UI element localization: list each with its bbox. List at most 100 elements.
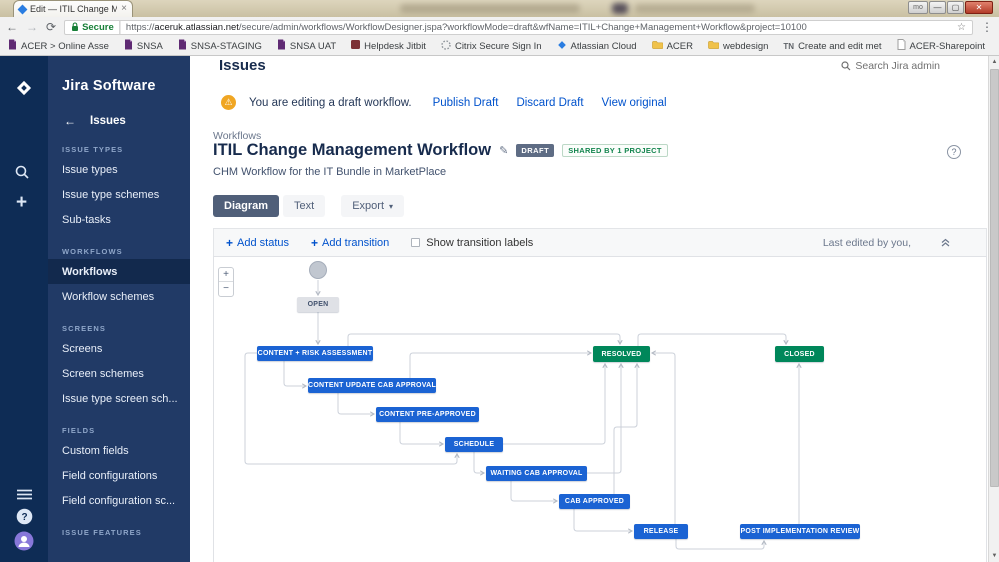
transition-cpa-to-sched[interactable] bbox=[399, 422, 445, 447]
add-transition-button[interactable]: + Add transition bbox=[311, 235, 390, 250]
transition-cuca-to-cpa[interactable] bbox=[337, 393, 376, 417]
workflow-canvas[interactable]: + − OPEN CONTENT + RISK ASSESSMENT CONTENT… bbox=[213, 256, 987, 562]
view-original-link[interactable]: View original bbox=[601, 96, 667, 109]
transition-release-to-resolved[interactable] bbox=[650, 350, 676, 524]
workflow-status-cuca[interactable]: CONTENT UPDATE CAB APPROVAL bbox=[308, 378, 436, 393]
bookmark-item[interactable]: SNSA UAT bbox=[277, 39, 336, 53]
sidebar-item-sub-tasks[interactable]: Sub-tasks bbox=[62, 213, 111, 226]
sidebar-item-screen-schemes[interactable]: Screen schemes bbox=[62, 367, 144, 380]
workflow-status-resolved[interactable]: RESOLVED bbox=[593, 346, 650, 362]
sidebar-item-custom-fields[interactable]: Custom fields bbox=[62, 444, 129, 457]
workflow-status-cabapp[interactable]: CAB APPROVED bbox=[559, 494, 630, 509]
zoom-out-button[interactable]: − bbox=[223, 283, 229, 294]
window-badge: mo bbox=[908, 1, 928, 14]
sidebar-item-issue-types[interactable]: Issue types bbox=[62, 163, 118, 176]
tab-diagram[interactable]: Diagram bbox=[213, 195, 280, 217]
secure-indicator[interactable]: Secure bbox=[71, 22, 114, 33]
draft-banner-actions: Publish Draft Discard Draft View original bbox=[433, 97, 667, 109]
publish-draft-link[interactable]: Publish Draft bbox=[432, 96, 499, 109]
scroll-up-button[interactable]: ▲ bbox=[989, 56, 999, 68]
jira-favicon-icon bbox=[17, 4, 28, 14]
transition-wca-to-resolved[interactable] bbox=[587, 362, 624, 474]
sidebar-item-field-configurations[interactable]: Field configurations bbox=[62, 469, 158, 482]
sidebar-item-issue-type-screen-sch[interactable]: Issue type screen sch... bbox=[62, 392, 178, 405]
transition-cra-to-sched[interactable] bbox=[244, 352, 460, 465]
edit-pencil-icon[interactable]: ✎ bbox=[499, 145, 509, 157]
sidebar-item-field-configuration-sc[interactable]: Field configuration sc... bbox=[62, 494, 176, 507]
transition-cabapp-to-resolved[interactable] bbox=[613, 362, 640, 494]
bookmark-item[interactable]: Citrix Secure Sign In bbox=[441, 39, 542, 53]
hamburger-menu-icon[interactable] bbox=[0, 489, 48, 500]
scroll-down-button[interactable]: ▼ bbox=[989, 550, 999, 562]
folder-icon bbox=[708, 40, 720, 52]
back-icon[interactable]: ← bbox=[6, 20, 18, 34]
add-status-button[interactable]: + Add status bbox=[226, 235, 289, 250]
transition-wca-to-cabapp[interactable] bbox=[510, 481, 559, 504]
workflow-status-cra[interactable]: CONTENT + RISK ASSESSMENT bbox=[257, 346, 373, 361]
browser-menu-icon[interactable]: ⋮ bbox=[981, 20, 993, 34]
sidebar-item-workflows[interactable]: Workflows bbox=[48, 259, 190, 284]
window-minimize-button[interactable]: — bbox=[929, 1, 946, 14]
page-scrollbar[interactable]: ▲ ▼ bbox=[988, 56, 999, 562]
transition-cuca-to-resolved[interactable] bbox=[409, 350, 593, 378]
shared-badge[interactable]: SHARED BY 1 PROJECT bbox=[562, 144, 668, 157]
workflow-status-closed[interactable]: CLOSED bbox=[775, 346, 824, 362]
workflow-status-sched[interactable]: SCHEDULE bbox=[445, 437, 503, 452]
workflow-status-pir[interactable]: POST IMPLEMENTATION REVIEW bbox=[740, 524, 860, 539]
transition-cra-to-resolved[interactable] bbox=[347, 333, 623, 346]
help-icon[interactable]: ? bbox=[0, 508, 48, 525]
sidebar-item-screens[interactable]: Screens bbox=[62, 342, 103, 355]
checkbox-unchecked[interactable] bbox=[411, 238, 421, 247]
bookmark-item[interactable]: ACER > Online Asse bbox=[8, 39, 109, 53]
discard-draft-link[interactable]: Discard Draft bbox=[516, 96, 584, 109]
window-close-button[interactable]: ✕ bbox=[965, 1, 993, 14]
tab-text[interactable]: Text bbox=[283, 195, 326, 217]
browser-tab-active[interactable]: Edit — ITIL Change Mana × bbox=[13, 0, 133, 17]
user-avatar[interactable] bbox=[0, 531, 48, 551]
sidebar-item-issue-type-schemes[interactable]: Issue type schemes bbox=[62, 188, 160, 201]
reload-icon[interactable]: ⟳ bbox=[46, 20, 57, 34]
create-icon[interactable]: + bbox=[16, 192, 28, 213]
workflow-status-wca[interactable]: WAITING CAB APPROVAL bbox=[486, 466, 587, 481]
tab-close-icon[interactable]: × bbox=[121, 3, 127, 14]
diagram-toolbar: + Add status + Add transition Show trans… bbox=[213, 228, 987, 256]
collapse-chevrons-icon[interactable] bbox=[941, 238, 950, 247]
address-bar[interactable]: Secure | https://aceruk.atlassian.net/se… bbox=[64, 19, 973, 35]
bookmark-item[interactable]: Helpdesk Jitbit bbox=[351, 40, 426, 52]
transition-sched-to-resolved[interactable] bbox=[503, 362, 608, 445]
workflow-edges bbox=[244, 280, 802, 550]
zoom-in-button[interactable]: + bbox=[219, 268, 233, 282]
bookmark-item[interactable]: ACER bbox=[651, 40, 693, 52]
workflow-start-node[interactable] bbox=[309, 261, 327, 279]
forward-icon[interactable]: → bbox=[26, 20, 38, 34]
tab-export[interactable]: Export▾ bbox=[341, 195, 405, 217]
page-help-icon[interactable]: ? bbox=[947, 145, 961, 159]
search-icon[interactable] bbox=[14, 164, 30, 185]
bookmark-star-icon[interactable]: ☆ bbox=[957, 21, 966, 33]
transition-cra-to-cuca[interactable] bbox=[283, 361, 308, 389]
main-content: Issues Search Jira admin ⚠ You are editi… bbox=[190, 56, 988, 562]
jira-logo-icon[interactable] bbox=[12, 76, 36, 105]
sidebar-back[interactable]: ← Issues bbox=[48, 94, 190, 130]
workflow-status-release[interactable]: RELEASE bbox=[634, 524, 688, 539]
breadcrumb[interactable]: Workflows bbox=[213, 130, 262, 142]
window-maximize-button[interactable]: ▢ bbox=[947, 1, 964, 14]
workflow-status-cpa[interactable]: CONTENT PRE-APPROVED bbox=[376, 407, 479, 422]
sidebar-item-workflow-schemes[interactable]: Workflow schemes bbox=[62, 290, 155, 303]
show-transition-labels-toggle[interactable]: Show transition labels bbox=[411, 237, 533, 249]
admin-search[interactable]: Search Jira admin bbox=[841, 60, 940, 72]
bookmark-item[interactable]: SNSA bbox=[124, 39, 163, 53]
bookmark-item[interactable]: ACER-Sharepoint bbox=[897, 39, 985, 53]
transition-sched-to-wca[interactable] bbox=[473, 452, 486, 476]
bookmark-item[interactable]: SNSA-STAGING bbox=[178, 39, 262, 53]
bookmark-item[interactable]: webdesign bbox=[708, 40, 768, 52]
scrollbar-thumb[interactable] bbox=[990, 69, 999, 487]
bookmark-item[interactable]: Atlassian Cloud bbox=[557, 40, 637, 53]
transition-resolved-to-closed[interactable] bbox=[637, 333, 789, 346]
transition-release-to-pir[interactable] bbox=[675, 539, 767, 550]
workflow-status-open[interactable]: OPEN bbox=[297, 297, 339, 312]
transition-cabapp-to-release[interactable] bbox=[573, 509, 634, 534]
